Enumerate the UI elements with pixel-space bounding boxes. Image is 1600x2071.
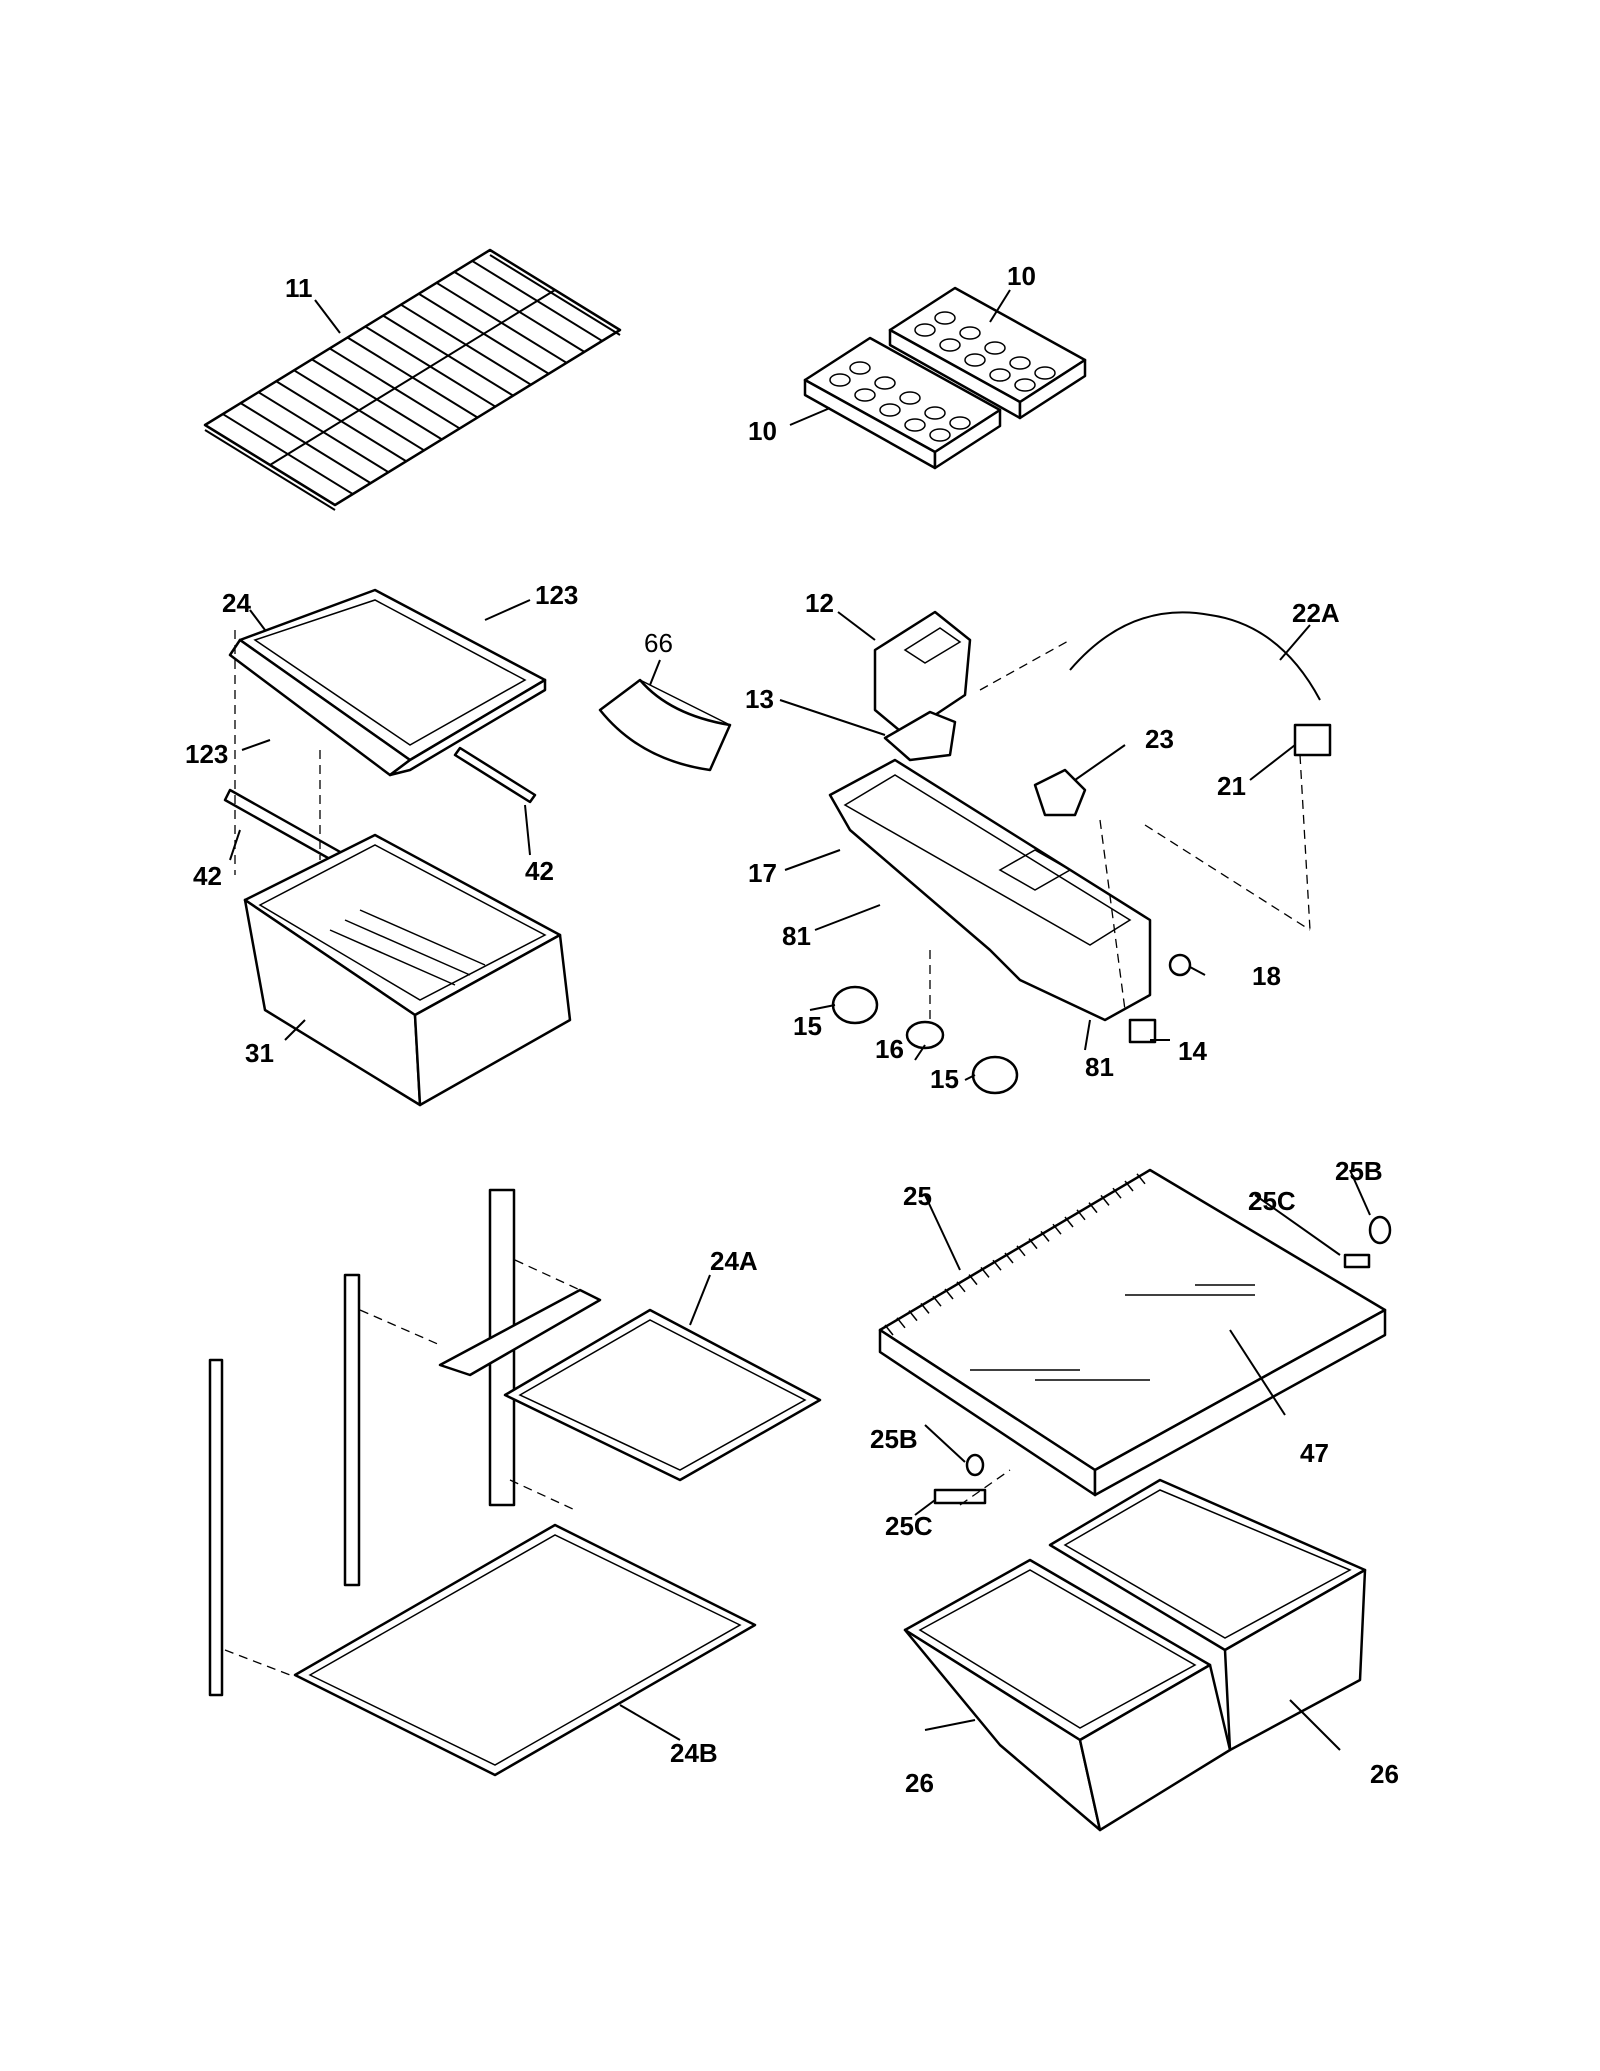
callout-15-left: 15 [793, 1011, 822, 1041]
bulb-part-15-left [831, 985, 879, 1025]
ice-bucket-part-12 [873, 610, 972, 737]
callout-17: 17 [748, 858, 777, 888]
rack-rail-middle [343, 1273, 361, 1587]
cable-part-22A [1069, 611, 1321, 701]
callout-123-lower: 123 [185, 739, 228, 769]
callout-42-left: 42 [193, 861, 222, 891]
shelf-part-24B [293, 1523, 757, 1777]
callout-21: 21 [1217, 771, 1246, 801]
callout-10-lower: 10 [748, 416, 777, 446]
thermostat-part-23 [1033, 768, 1087, 817]
callout-31: 31 [245, 1038, 274, 1068]
callout-42-right: 42 [525, 856, 554, 886]
chute-part-13 [883, 710, 957, 762]
callout-81-left: 81 [782, 921, 811, 951]
callout-10-upper: 10 [1007, 261, 1036, 291]
callout-25C-upper: 25C [1248, 1186, 1296, 1216]
callout-25B-lower: 25B [870, 1424, 918, 1454]
callout-24: 24 [222, 588, 251, 618]
shelf-part-24A [438, 1288, 822, 1482]
callout-13: 13 [745, 684, 774, 714]
callout-16: 16 [875, 1034, 904, 1064]
callout-23: 23 [1145, 724, 1174, 754]
divider-part-66 [598, 678, 732, 772]
callout-labels: 11 10 10 24 123 123 66 42 42 31 12 13 22… [185, 261, 1399, 1798]
crisper-drawer-part-26-left [903, 1558, 1232, 1832]
callout-18: 18 [1252, 961, 1281, 991]
crisper-drawer-part-26-right [1048, 1478, 1367, 1752]
callout-47: 47 [1300, 1438, 1329, 1468]
assembly-guides [224, 630, 1311, 1676]
switch-part-14 [1128, 1018, 1157, 1044]
crisper-cover-part-25 [878, 1168, 1387, 1497]
callout-66: 66 [644, 628, 673, 658]
callout-24A: 24A [710, 1246, 758, 1276]
bracket-part-25C [933, 1253, 1371, 1505]
bulb-part-15-right [971, 1055, 1019, 1095]
housing-part-17 [828, 758, 1152, 1022]
socket-part-16 [905, 1020, 945, 1050]
callout-15-right: 15 [930, 1064, 959, 1094]
crisper-drawer-part-31 [243, 833, 572, 1107]
ice-tray-part-10-lower [803, 336, 1002, 470]
slide-rail-part-42-right [453, 746, 537, 804]
callout-25B-upper: 25B [1335, 1156, 1383, 1186]
callout-25C-lower: 25C [885, 1511, 933, 1541]
knob-part-18 [1168, 953, 1192, 977]
callout-81-right: 81 [1085, 1052, 1114, 1082]
callout-26-right: 26 [1370, 1759, 1399, 1789]
clip-part-25B [965, 1215, 1392, 1477]
callout-26-left: 26 [905, 1768, 934, 1798]
glass-part-47 [970, 1284, 1255, 1381]
callout-22A: 22A [1292, 598, 1340, 628]
callout-123-upper: 123 [535, 580, 578, 610]
callout-11: 11 [285, 273, 313, 303]
callout-25: 25 [903, 1181, 932, 1211]
wire-shelf-part-11 [203, 248, 622, 511]
leader-lines [229, 289, 1371, 1751]
callout-14: 14 [1178, 1036, 1207, 1066]
switch-part-21 [1293, 723, 1332, 757]
callout-12: 12 [805, 588, 834, 618]
rack-rail-left [208, 1358, 224, 1697]
callout-24B: 24B [670, 1738, 718, 1768]
shelf-part-24 [228, 588, 547, 777]
ice-tray-part-10-upper [888, 286, 1087, 420]
